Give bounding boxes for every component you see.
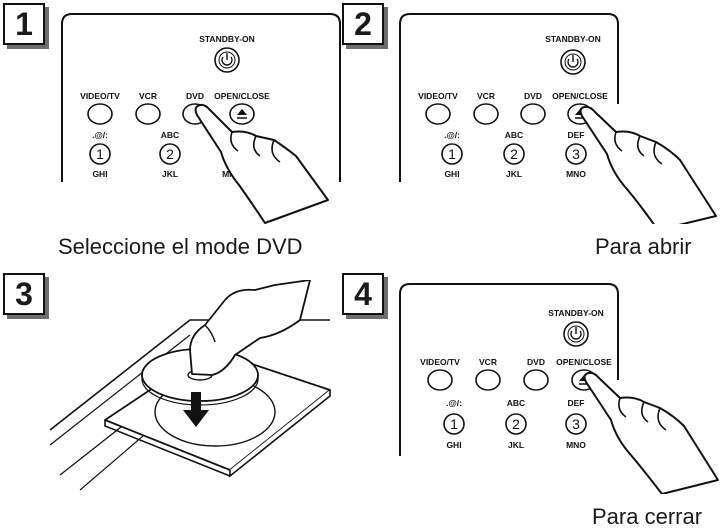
video-tv-label: VIDEO/TV — [418, 91, 458, 101]
video-tv-label: VIDEO/TV — [80, 91, 120, 101]
svg-text:1: 1 — [450, 416, 458, 432]
key-1-button[interactable]: 1 — [441, 143, 463, 165]
step-2-badge: 2 — [342, 3, 384, 45]
dvd-button[interactable] — [520, 103, 546, 125]
disc-tray-illustration — [49, 280, 331, 491]
hand-icon — [189, 280, 311, 376]
vcr-button[interactable] — [473, 103, 499, 125]
standby-button[interactable] — [214, 47, 240, 73]
remote-outline — [399, 13, 619, 182]
key-1-bottom-label: GHI — [446, 440, 461, 450]
key-2-top-label: ABC — [161, 130, 179, 140]
key-1-button[interactable]: 1 — [443, 413, 465, 435]
standby-label: STANDBY-ON — [548, 308, 604, 318]
standby-label: STANDBY-ON — [545, 34, 601, 44]
open-close-label: OPEN/CLOSE — [552, 91, 608, 101]
open-close-label: OPEN/CLOSE — [214, 91, 270, 101]
power-icon — [221, 53, 233, 66]
arrow-down-icon — [183, 392, 209, 427]
key-1-button[interactable]: 1 — [89, 143, 111, 165]
key-2-bottom-label: JKL — [506, 169, 522, 179]
key-2-button[interactable]: 2 — [505, 413, 527, 435]
standby-button[interactable] — [563, 321, 589, 347]
svg-text:2: 2 — [512, 416, 520, 432]
remote-outline — [61, 13, 341, 182]
key-1-top-label: .@/: — [446, 398, 462, 408]
video-tv-button[interactable] — [425, 103, 451, 125]
key-2-button[interactable]: 2 — [503, 143, 525, 165]
key-3-bottom-label: MNO — [566, 440, 586, 450]
dvd-label: DVD — [186, 91, 204, 101]
remote-outline — [399, 283, 619, 456]
vcr-button[interactable] — [135, 103, 161, 125]
vcr-button[interactable] — [475, 369, 501, 391]
svg-text:2: 2 — [510, 146, 518, 162]
pointing-hand-icon — [579, 105, 717, 224]
svg-text:3: 3 — [572, 416, 580, 432]
remote-panel-2: STANDBY-ON VIDEO/TV VCR DVD OPEN/CLOSE .… — [399, 13, 717, 224]
key-3-button[interactable]: 3 — [565, 413, 587, 435]
key-2-bottom-label: JKL — [162, 169, 178, 179]
video-tv-button[interactable] — [427, 369, 453, 391]
step-2-caption: Para abrir — [595, 234, 692, 259]
eject-icon — [237, 109, 247, 119]
step-4-caption: Para cerrar — [592, 504, 703, 529]
svg-text:1: 1 — [96, 146, 104, 162]
dvd-label: DVD — [527, 357, 545, 367]
step-3-badge: 3 — [3, 273, 45, 315]
step-1-badge: 1 — [3, 3, 45, 45]
vcr-label: VCR — [139, 91, 157, 101]
disc-tray — [104, 349, 331, 478]
key-2-top-label: ABC — [507, 398, 525, 408]
step-1-caption: Seleccione el mode DVD — [58, 234, 303, 259]
key-3-bottom-label: MNO — [566, 169, 586, 179]
key-2-bottom-label: JKL — [508, 440, 524, 450]
svg-text:2: 2 — [166, 146, 174, 162]
standby-button[interactable] — [560, 49, 586, 75]
key-3-top-label: DEF — [568, 130, 585, 140]
key-3-top-label: DEF — [568, 398, 585, 408]
remote-panel-1: STANDBY-ON VIDEO/TV VCR DVD OPEN/CLOSE .… — [61, 13, 341, 224]
pointing-hand-icon — [583, 371, 719, 494]
power-icon — [567, 55, 579, 68]
vcr-label: VCR — [479, 357, 497, 367]
vcr-label: VCR — [477, 91, 495, 101]
key-2-top-label: ABC — [505, 130, 523, 140]
pointing-hand-icon — [194, 103, 329, 224]
svg-text:1: 1 — [448, 146, 456, 162]
key-3-button[interactable]: 3 — [565, 143, 587, 165]
open-close-button[interactable] — [229, 103, 255, 125]
open-close-label: OPEN/CLOSE — [556, 357, 612, 367]
power-icon — [570, 327, 582, 340]
video-tv-button[interactable] — [87, 103, 113, 125]
remote-panel-4: STANDBY-ON VIDEO/TV VCR DVD OPEN/CLOSE .… — [399, 283, 719, 494]
dvd-label: DVD — [524, 91, 542, 101]
step-4-badge: 4 — [342, 273, 384, 315]
key-1-bottom-label: GHI — [444, 169, 459, 179]
dvd-button[interactable] — [523, 369, 549, 391]
standby-label: STANDBY-ON — [199, 34, 255, 44]
key-2-button[interactable]: 2 — [159, 143, 181, 165]
key-1-top-label: .@/: — [444, 130, 460, 140]
key-1-top-label: .@/: — [92, 130, 108, 140]
svg-text:3: 3 — [572, 146, 580, 162]
video-tv-label: VIDEO/TV — [420, 357, 460, 367]
key-1-bottom-label: GHI — [92, 169, 107, 179]
